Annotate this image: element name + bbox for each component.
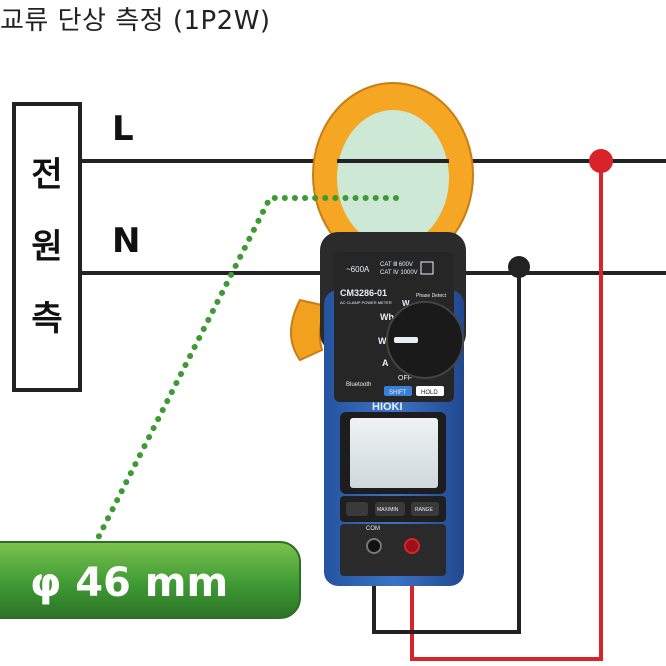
voltage-terminal[interactable] [404,538,420,554]
com-terminal[interactable] [366,538,382,554]
dial-phase-label: Phase Detect [416,293,447,299]
range-button-label: RANGE [415,507,433,513]
range-button[interactable] [411,502,439,516]
clamp-jaw [290,82,474,362]
bluetooth-label: Bluetooth [346,382,371,388]
power-source-box [12,102,82,392]
dial-w-top-label: W [402,299,410,308]
lcd-screen [350,418,438,488]
lightning-icon [420,261,434,275]
hold-button: HOLD [421,390,438,396]
meter-cat-rating-2: CAT Ⅳ 1000V [380,270,418,276]
dial-a-label: A [382,358,389,368]
meter-range-label: ~600A [346,265,370,274]
max-min-button-label: MAX/MIN [377,507,399,513]
meter-cat-rating-1: CAT Ⅲ 600V [380,262,413,268]
meter-subtitle: AC CLAMP POWER METER [340,300,392,305]
hold-button-bg[interactable] [416,386,444,396]
shift-button-bg[interactable] [384,386,412,396]
power-button[interactable] [346,502,368,516]
meter-model: CM3286-01 [340,288,387,298]
dial-off-label: OFF [398,375,412,382]
clamp-meter: ~600A CAT Ⅲ 600V CAT Ⅳ 1000V CM3286-01 A… [320,232,466,586]
rotary-dial-pointer [394,337,418,343]
terminal-panel [340,524,446,576]
source-label-char-1: 전 [31,155,62,195]
max-min-button[interactable] [375,502,405,516]
live-line-label: L [112,109,134,149]
dial-w-label: W [378,336,387,346]
rotary-dial[interactable] [386,301,464,379]
diameter-callout-line [93,195,399,545]
source-label-char-2: 원 [31,227,62,267]
diameter-badge [0,541,301,619]
source-label-char-3: 측 [31,299,62,339]
neutral-line-label: N [112,221,140,261]
live-connection-dot [589,149,613,173]
dial-wh-label: Wh [380,312,394,322]
shift-button: SHIFT [389,390,407,396]
neutral-connection-dot [508,256,530,278]
live-probe-wire [410,161,603,661]
neutral-probe-wire [372,267,521,634]
meter-brand: HIOKI [372,401,403,413]
diameter-label: φ 46 mm [30,560,228,606]
page-title: 교류 단상 측정 (1P2W) [0,6,271,36]
terminal-com-label: COM [366,526,380,532]
